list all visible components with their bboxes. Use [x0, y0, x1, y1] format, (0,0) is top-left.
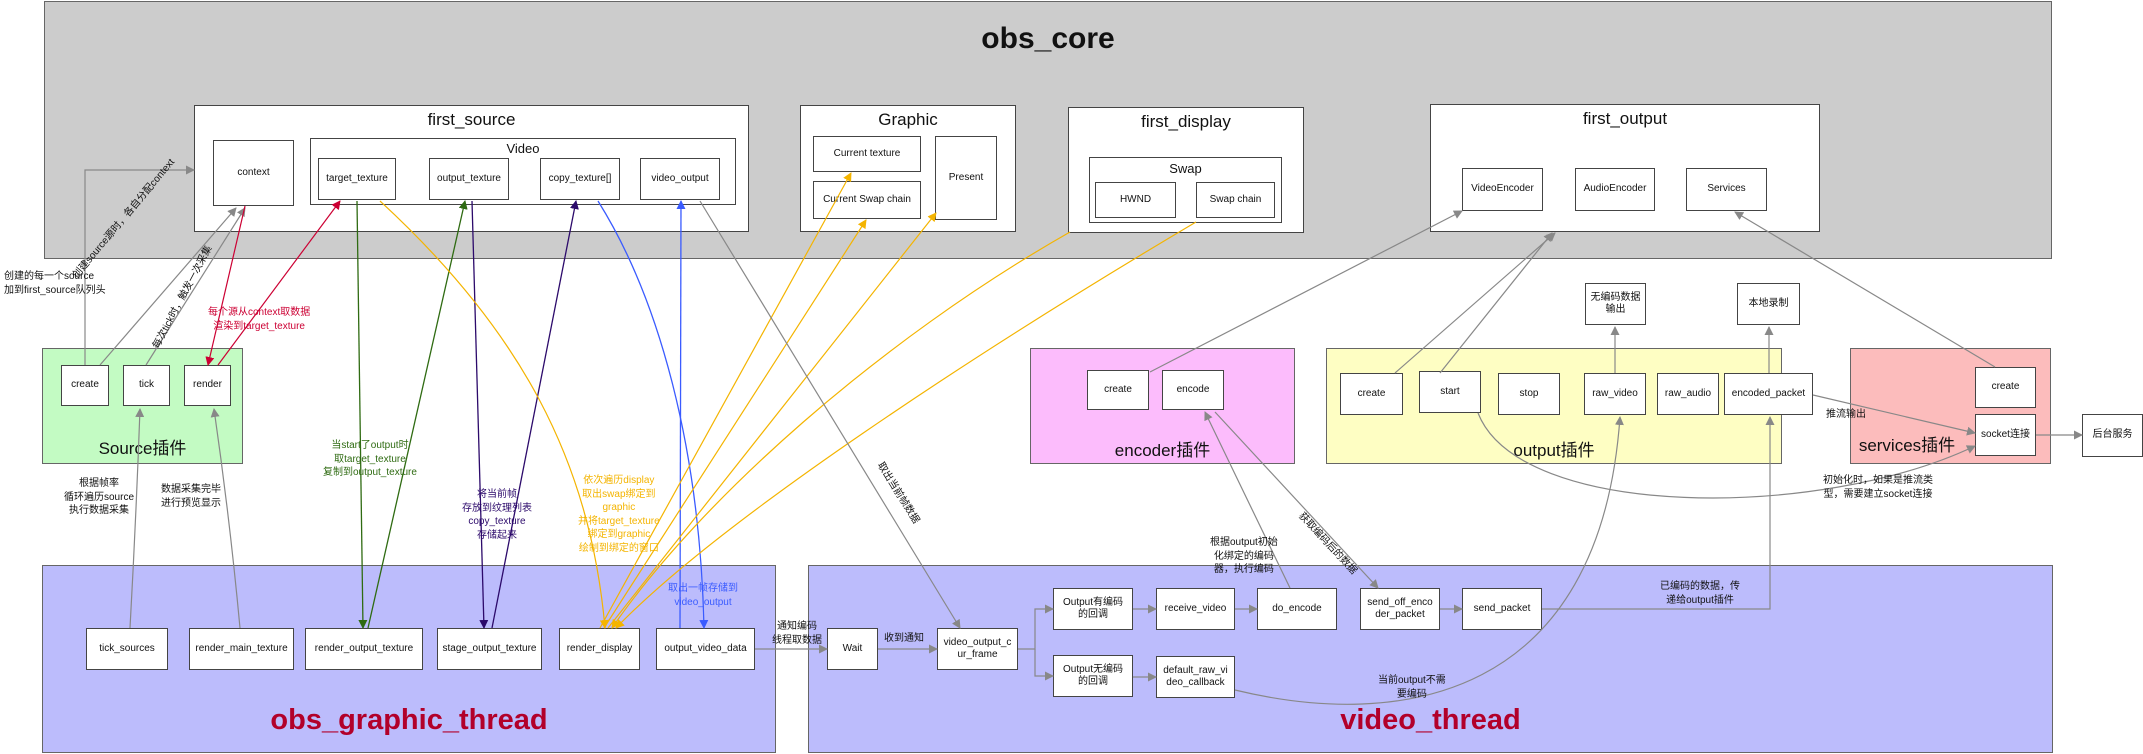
arrow-render-output-to-output-texture: [367, 200, 468, 629]
send-packet-box[interactable]: send_packet: [1462, 588, 1542, 630]
obs-core-title: obs_core: [981, 22, 1115, 55]
note-bind-encoder: 根据output初始 化绑定的编码 器，执行编码: [1210, 537, 1278, 575]
output-stop-box[interactable]: stop: [1498, 373, 1560, 415]
arrow-stage-to-copy-texture: [491, 200, 579, 629]
local-record-box[interactable]: 本地录制: [1737, 283, 1800, 325]
note-display: 依次遍历display 取出swap绑定到 graphic 并将target_t…: [578, 475, 660, 554]
copy-texture-box[interactable]: copy_texture[]: [540, 158, 620, 200]
swap-chain-box[interactable]: Swap chain: [1196, 182, 1275, 218]
arrow-target-to-render-display: [379, 200, 609, 629]
do-encode-box[interactable]: do_encode: [1257, 588, 1337, 630]
source-tick-box[interactable]: tick: [123, 365, 170, 406]
output-plugin-title: output插件: [1513, 441, 1595, 460]
output-create-box[interactable]: create: [1340, 373, 1403, 415]
encoder-create-box[interactable]: create: [1087, 370, 1149, 410]
services-plugin-title: services插件: [1858, 436, 1956, 455]
no-encode-output-box[interactable]: 无编码数据 输出: [1585, 283, 1646, 325]
video-encoder-box[interactable]: VideoEncoder: [1462, 168, 1543, 211]
source-create-box[interactable]: create: [61, 365, 109, 406]
present-box[interactable]: Present: [935, 136, 997, 220]
source-render-box[interactable]: render: [184, 365, 231, 406]
note-init-push: 初始化时，如果是推流类 型，需要建立socket连接: [1823, 475, 1933, 500]
output-has-encode-box[interactable]: Output有编码 的回调: [1053, 588, 1133, 630]
audio-encoder-box[interactable]: AudioEncoder: [1575, 168, 1655, 211]
services-create-box[interactable]: create: [1975, 367, 2036, 408]
stage-output-texture-box[interactable]: stage_output_texture: [437, 628, 542, 670]
source-plugin-title: Source插件: [98, 439, 187, 458]
note-notify-encode: 通知编码 线程取数据: [772, 621, 822, 646]
arrow-output-video-data-to-video-output: [676, 200, 686, 629]
current-texture-box[interactable]: Current texture: [813, 136, 921, 172]
default-raw-video-callback-box[interactable]: default_raw_vi deo_callback: [1156, 656, 1235, 698]
render-output-texture-box[interactable]: render_output_texture: [305, 628, 423, 670]
raw-video-box[interactable]: raw_video: [1584, 373, 1646, 415]
note-no-need-encode: 当前output不需 要编码: [1378, 675, 1446, 700]
context-box[interactable]: context: [213, 140, 294, 206]
note-preview: 数据采集完毕 进行预览显示: [161, 484, 221, 509]
first-source-title: first_source: [427, 110, 516, 129]
note-fetch-frame: 取出当前帧数据: [874, 460, 922, 526]
video-output-cur-frame-box[interactable]: video_output_c ur_frame: [937, 628, 1018, 670]
first-display-title: first_display: [1141, 112, 1231, 131]
backend-service-box[interactable]: 后台服务: [2082, 414, 2143, 457]
send-off-encoder-packet-box[interactable]: send_off_enco der_packet: [1360, 588, 1440, 630]
encoder-plugin-title: encoder插件: [1114, 441, 1211, 460]
output-texture-box[interactable]: output_texture: [429, 158, 509, 200]
receive-video-box[interactable]: receive_video: [1156, 588, 1235, 630]
note-stage: 将当前帧 存放到纹理列表 copy_texture 存储起来: [462, 489, 532, 541]
video-title: Video: [506, 141, 540, 156]
arrow-copy-texture-to-output-video-data: [597, 200, 709, 629]
arrow-output-texture-to-stage: [471, 200, 489, 629]
graphic-thread-title: obs_graphic_thread: [270, 704, 548, 736]
arrow-video-output-to-cur-frame: [699, 200, 961, 629]
hwnd-box[interactable]: HWND: [1095, 182, 1176, 218]
note-source-created: 创建的每一个source 加到first_source队列头: [4, 271, 106, 296]
note-push-output: 推流输出: [1826, 409, 1866, 420]
note-tick-once: 每次tick时，触发一次采集: [150, 243, 215, 351]
encoded-packet-box[interactable]: encoded_packet: [1724, 373, 1813, 415]
output-start-box[interactable]: start: [1419, 371, 1481, 413]
target-texture-box[interactable]: target_texture: [318, 158, 396, 200]
socket-connect-box[interactable]: socket连接: [1975, 414, 2036, 456]
encoder-encode-box[interactable]: encode: [1162, 370, 1224, 410]
video-thread-title: video_thread: [1340, 704, 1521, 736]
note-render-ctx: 每个源从context取数据 渲染到target_texture: [208, 307, 311, 332]
arrow-target-to-render-output: [356, 200, 368, 629]
graphic-title: Graphic: [878, 110, 938, 129]
current-swap-chain-box[interactable]: Current Swap chain: [813, 181, 921, 219]
raw-audio-box[interactable]: raw_audio: [1657, 373, 1719, 415]
note-fetch-video: 取出一帧存储到 video_output: [668, 583, 738, 608]
wait-box[interactable]: Wait: [827, 628, 878, 670]
render-main-texture-box[interactable]: render_main_texture: [189, 628, 294, 670]
output-no-encode-box[interactable]: Output无编码 的回调: [1053, 655, 1133, 697]
video-output-box[interactable]: video_output: [640, 158, 720, 200]
note-start-output: 当start了output时 取target_texture 复制到output…: [323, 440, 417, 478]
note-received-notify: 收到通知: [884, 633, 924, 644]
note-encoded-pass: 已编码的数据，传 递给output插件: [1660, 581, 1740, 606]
note-per-frame: 根据帧率 循环遍历source 执行数据采集: [64, 478, 135, 516]
swap-title: Swap: [1169, 161, 1202, 176]
output-video-data-box[interactable]: output_video_data: [656, 628, 755, 670]
first-output-title: first_output: [1582, 109, 1668, 128]
tick-sources-box[interactable]: tick_sources: [86, 628, 168, 670]
render-display-box[interactable]: render_display: [559, 628, 640, 670]
services-box[interactable]: Services: [1686, 168, 1767, 211]
